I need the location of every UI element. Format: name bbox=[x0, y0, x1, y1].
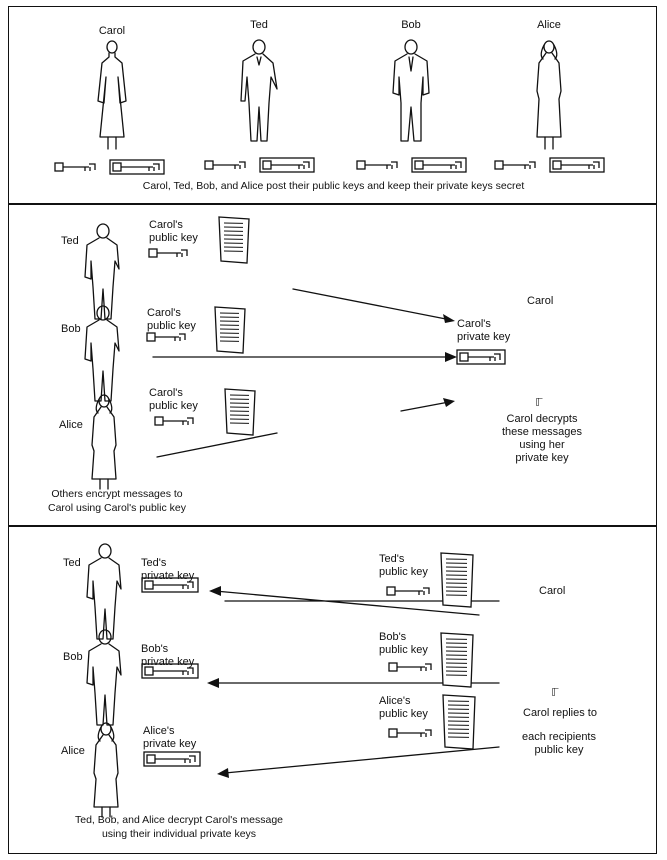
private-key-icon bbox=[549, 157, 605, 173]
message-document-icon bbox=[218, 216, 250, 264]
panel-2-illustrations bbox=[84, 216, 506, 490]
public-key-icon bbox=[388, 662, 432, 672]
public-key-icon bbox=[54, 162, 96, 172]
person-name-carol: Carol bbox=[98, 25, 126, 37]
person-name-ted: Ted bbox=[250, 19, 268, 31]
ted-key-label: Carol's public key bbox=[149, 219, 198, 244]
bob-key-label: Carol's public key bbox=[147, 307, 196, 332]
carol-private-key-label: Carol's private key bbox=[457, 318, 511, 343]
bob-figure bbox=[392, 39, 430, 142]
message-document-icon bbox=[214, 306, 246, 354]
panel-carol-replies: Ted Bob Alice Ted's private key Bob's pr… bbox=[8, 526, 657, 854]
carol-figure bbox=[97, 40, 127, 150]
recipient-name-alice: Alice bbox=[61, 745, 85, 757]
bob-private-key-label: Bob's private key bbox=[141, 643, 195, 668]
recipient-name-bob: Bob bbox=[63, 651, 83, 663]
panel-encrypt-to-carol: Ted Bob Alice Carol's public key Carol's… bbox=[8, 204, 657, 526]
panel-3-caption: Ted, Bob, and Alice decrypt Carol's mess… bbox=[74, 814, 284, 840]
arrow-ted-to-carol bbox=[292, 288, 452, 321]
person-name-bob: Bob bbox=[401, 19, 421, 31]
alice-public-key-label: Alice's public key bbox=[379, 695, 428, 720]
person-name-alice: Alice bbox=[537, 19, 561, 31]
arrow-alice-to-carol bbox=[156, 401, 450, 458]
bob-private-key-icon bbox=[141, 663, 199, 679]
private-key-icon bbox=[411, 157, 467, 173]
sender-name-bob: Bob bbox=[61, 323, 81, 335]
public-key-icon bbox=[148, 248, 188, 258]
public-key-icon bbox=[388, 728, 432, 738]
sender-name-ted: Ted bbox=[61, 235, 79, 247]
arrow-carol-to-alice bbox=[224, 746, 500, 774]
private-key-icon bbox=[259, 157, 315, 173]
public-key-icon bbox=[356, 160, 398, 170]
public-key-icon bbox=[494, 160, 536, 170]
ted-figure bbox=[240, 39, 278, 142]
message-document-icon bbox=[224, 388, 256, 436]
ted-private-key-label: Ted's private key bbox=[141, 557, 195, 582]
ted-private-key-icon bbox=[141, 577, 199, 593]
private-key-icon bbox=[109, 159, 165, 175]
message-document-icon bbox=[440, 552, 474, 608]
panel-key-posting: Carol Ted Bob Alice Carol, Ted, Bob, and… bbox=[8, 6, 657, 204]
carol-private-key-icon bbox=[456, 349, 506, 365]
bob-public-key-label: Bob's public key bbox=[379, 631, 428, 656]
message-document-icon bbox=[442, 694, 476, 750]
panel-3-illustrations bbox=[86, 543, 500, 818]
alice-private-key-label: Alice's private key bbox=[143, 725, 197, 750]
sender-name-alice: Alice bbox=[59, 419, 83, 431]
carol-decrypts-note: Carol decrypts these messages using her … bbox=[501, 413, 583, 464]
panel-1-illustrations bbox=[54, 39, 605, 175]
recipient-name-ted: Ted bbox=[63, 557, 81, 569]
carol-replies-note: Carol replies to bbox=[523, 707, 597, 719]
alice-private-key-icon bbox=[143, 751, 201, 767]
alice-recipient-figure bbox=[93, 722, 119, 818]
alice-sender-figure bbox=[91, 394, 117, 490]
reply-symbol: ℾ bbox=[551, 687, 559, 699]
receiver-name-carol: Carol bbox=[527, 295, 554, 307]
carol-replies-note-2: each recipients public key bbox=[522, 731, 596, 756]
alice-figure bbox=[536, 40, 562, 150]
message-document-icon bbox=[440, 632, 474, 688]
ted-recipient-figure bbox=[86, 543, 122, 640]
public-key-icon bbox=[204, 160, 246, 170]
ted-sender-figure bbox=[84, 223, 120, 320]
public-key-icon bbox=[154, 416, 194, 426]
panel-1-caption: Carol, Ted, Bob, and Alice post their pu… bbox=[142, 180, 525, 192]
alice-key-label: Carol's public key bbox=[149, 387, 198, 412]
panel-2-caption: Others encrypt messages to Carol using C… bbox=[48, 488, 186, 514]
bob-sender-figure bbox=[84, 305, 120, 402]
decrypt-symbol: ℾ bbox=[535, 397, 543, 409]
bob-recipient-figure bbox=[86, 629, 122, 726]
public-key-icon bbox=[386, 586, 430, 596]
sender-name-carol: Carol bbox=[539, 585, 566, 597]
public-key-icon bbox=[146, 332, 186, 342]
ted-public-key-label: Ted's public key bbox=[379, 553, 428, 578]
